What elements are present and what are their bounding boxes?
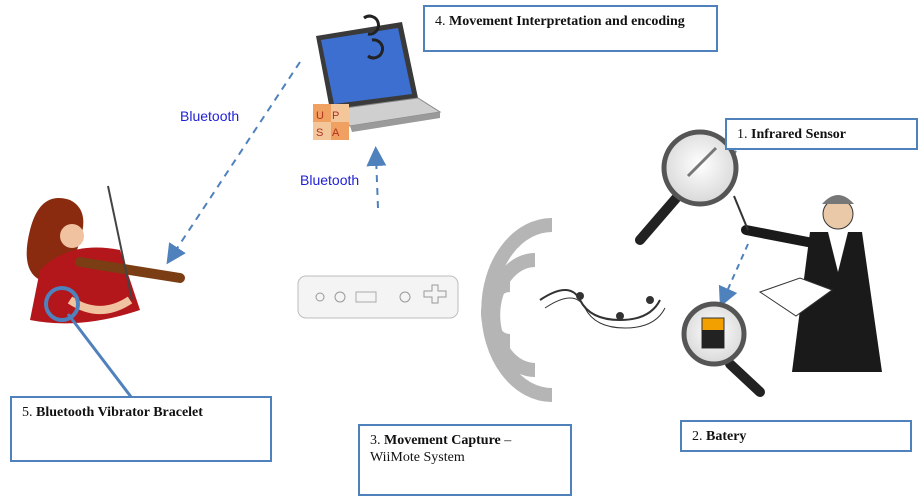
step3-dash: – (500, 433, 512, 448)
step3-subtitle: WiiMote System (370, 450, 465, 465)
step2-title: Batery (706, 429, 747, 444)
wiimote-illustration (297, 275, 459, 319)
step1-number: 1. (737, 127, 751, 142)
svg-text:A: A (332, 127, 340, 139)
label-step2-battery: 2. Batery (680, 420, 912, 452)
upsa-logo: U P S A (313, 104, 349, 140)
step5-title: Bluetooth Vibrator Bracelet (36, 405, 203, 420)
step4-number: 4. (435, 14, 449, 29)
arrow-to-battery (718, 243, 749, 308)
bluetooth-arrow-to-violinist (166, 61, 301, 265)
signal-waves (481, 218, 553, 402)
svg-text:S: S (316, 127, 323, 139)
step3-number: 3. (370, 433, 384, 448)
battery-magnifier (681, 301, 765, 397)
bracelet-callout-line (66, 313, 140, 407)
bluetooth-label-left: Bluetooth (180, 108, 240, 124)
step4-title: Movement Interpretation and encoding (449, 14, 685, 29)
step2-number: 2. (692, 429, 706, 444)
music-notes-wave (539, 289, 666, 329)
label-step3-capture: 3. Movement Capture – WiiMote System (358, 424, 572, 496)
sensor-magnifier (635, 129, 739, 245)
step5-number: 5. (22, 405, 36, 420)
svg-text:P: P (332, 110, 339, 122)
step3-title: Movement Capture (384, 433, 501, 448)
label-step4-interpretation: 4. Movement Interpretation and encoding (423, 5, 718, 52)
bluetooth-arrow-to-laptop (366, 146, 387, 209)
violinist-illustration (26, 185, 185, 324)
conductor-illustration (733, 195, 882, 372)
bluetooth-label-mid: Bluetooth (300, 172, 360, 188)
label-step5-bracelet: 5. Bluetooth Vibrator Bracelet (10, 396, 272, 462)
bracelet-marker (44, 286, 80, 322)
step1-title: Infrared Sensor (751, 127, 847, 142)
label-step1-sensor: 1. Infrared Sensor (725, 118, 918, 150)
svg-text:U: U (316, 110, 324, 122)
